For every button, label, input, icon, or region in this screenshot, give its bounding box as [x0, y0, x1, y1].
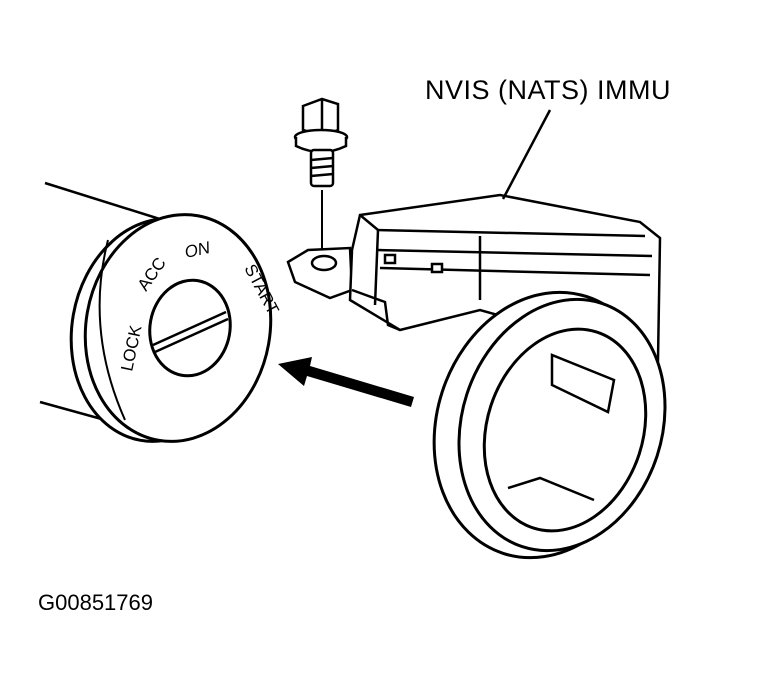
callout-label: NVIS (NATS) IMMU	[425, 75, 671, 105]
callout: NVIS (NATS) IMMU	[425, 75, 671, 200]
callout-leader-line	[501, 109, 552, 200]
figure-id: G00851769	[38, 590, 153, 615]
mounting-bolt	[293, 97, 349, 256]
antenna-ring	[432, 290, 667, 560]
bolt-hole	[310, 254, 338, 272]
ignition-cylinder: LOCK ACC ON START	[69, 213, 283, 443]
insertion-arrow	[278, 357, 414, 407]
